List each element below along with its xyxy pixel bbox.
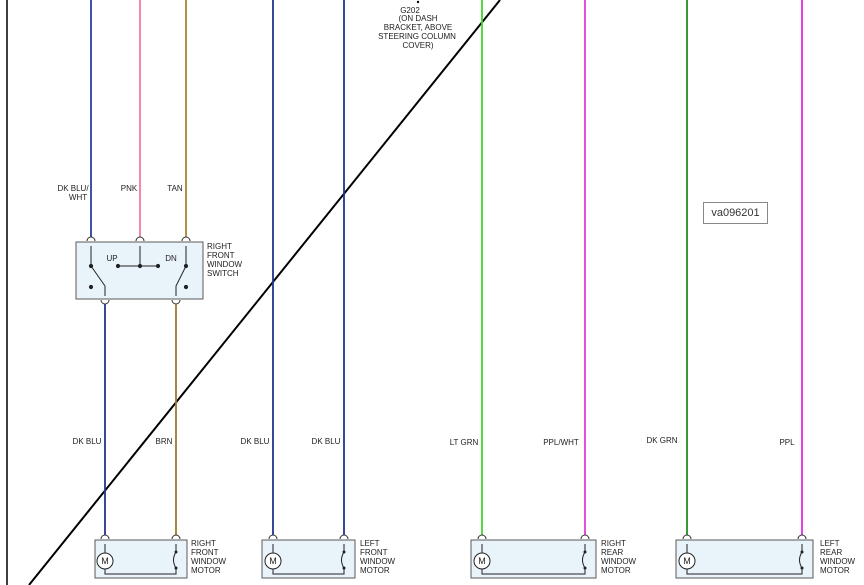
motor-label-2: REAR (601, 548, 623, 557)
motor-m-symbol: M (478, 556, 486, 566)
wire-label-dk-blu-wht-2: WHT (69, 193, 87, 202)
wire-label-rr-2: PPL/WHT (543, 438, 579, 447)
motor-left-rear-window: DK GRN PPL M LEFT REAR WINDOW MOTOR (646, 0, 856, 579)
switch-label-3: WINDOW (207, 260, 243, 269)
motor-label-4: MOTOR (820, 566, 850, 575)
switch-connector-5 (171, 299, 181, 305)
motor-m-symbol: M (269, 556, 277, 566)
motor-label-2: FRONT (191, 548, 219, 557)
motor-internal-wiring (104, 544, 177, 575)
wire-label-lr-2: PPL (779, 438, 795, 447)
motor-label-4: MOTOR (601, 566, 631, 575)
switch-contacts (88, 246, 189, 296)
wire-label-lr-1: DK GRN (646, 436, 677, 445)
motor-internal-wiring (686, 544, 803, 575)
switch-label-1: RIGHT (207, 242, 232, 251)
motor-label-4: MOTOR (360, 566, 390, 575)
switch-bottom-wires: DK BLU BRN (73, 304, 177, 535)
motor-internal-wiring (272, 544, 345, 575)
switch-connector-4 (100, 299, 110, 305)
switch-connector-3 (181, 236, 191, 242)
motor-right-front-window: M RIGHT FRONT WINDOW MOTOR (94, 534, 227, 579)
motor-connector-b (171, 534, 181, 540)
right-front-window-switch: UP DN RIGHT FRONT WINDOW SWITCH (75, 236, 243, 305)
motor-connector-a (477, 534, 487, 540)
ground-dot (416, 0, 420, 4)
ground-id: G202 (400, 6, 420, 15)
motor-connector-b (339, 534, 349, 540)
motor-connector-b (580, 534, 590, 540)
ground-desc-line-1: (ON DASH (398, 14, 437, 23)
switch-top-wires: DK BLU/ WHT PNK TAN (57, 0, 187, 237)
motor-label-3: WINDOW (360, 557, 396, 566)
wire-label-lf-2: DK BLU (312, 437, 341, 446)
motor-label-1: LEFT (360, 539, 380, 548)
motor-label-3: WINDOW (820, 557, 856, 566)
motor-label-2: FRONT (360, 548, 388, 557)
ground-desc-line-3: STEERING COLUMN (378, 32, 456, 41)
motor-m-symbol: M (101, 556, 109, 566)
motor-label-4: MOTOR (191, 566, 221, 575)
wire-label-dk-blu-wht-1: DK BLU/ (57, 184, 89, 193)
wire-label-lf-1: DK BLU (241, 437, 270, 446)
motor-m-symbol: M (683, 556, 691, 566)
wire-label-switch-dk-blu: DK BLU (73, 437, 102, 446)
motor-left-front-window: DK BLU DK BLU M LEFT FRONT WINDOW MOTOR (241, 0, 396, 579)
motor-label-3: WINDOW (601, 557, 637, 566)
wire-label-pnk: PNK (121, 184, 138, 193)
motor-label-1: RIGHT (191, 539, 216, 548)
motor-connector-a (682, 534, 692, 540)
switch-label-2: FRONT (207, 251, 235, 260)
diagram-id-label: va096201 (703, 202, 768, 224)
motor-label-1: LEFT (820, 539, 840, 548)
motor-box (675, 539, 814, 579)
switch-dn-label: DN (165, 254, 177, 263)
wire-label-switch-brn: BRN (156, 437, 173, 446)
ground-desc-line-2: BRACKET, ABOVE (384, 23, 452, 32)
motor-box (470, 539, 597, 579)
ground-desc-line-4: COVER) (402, 41, 433, 50)
motor-connector-b (797, 534, 807, 540)
motor-internal-wiring (481, 544, 586, 575)
switch-label-4: SWITCH (207, 269, 239, 278)
switch-up-label: UP (106, 254, 117, 263)
motor-right-rear-window: LT GRN PPL/WHT M RIGHT REAR WINDOW MOTOR (450, 0, 637, 579)
motor-label-2: REAR (820, 548, 842, 557)
motor-label-3: WINDOW (191, 557, 227, 566)
motor-connector-a (268, 534, 278, 540)
motor-connector-a (100, 534, 110, 540)
wire-label-rr-1: LT GRN (450, 438, 479, 447)
motor-label-1: RIGHT (601, 539, 626, 548)
switch-connector-1 (86, 236, 96, 242)
ground-callout: G202 (ON DASH BRACKET, ABOVE STEERING CO… (378, 0, 456, 50)
wire-label-tan: TAN (167, 184, 183, 193)
diagonal-line (28, 0, 501, 585)
switch-connector-2 (135, 236, 145, 242)
